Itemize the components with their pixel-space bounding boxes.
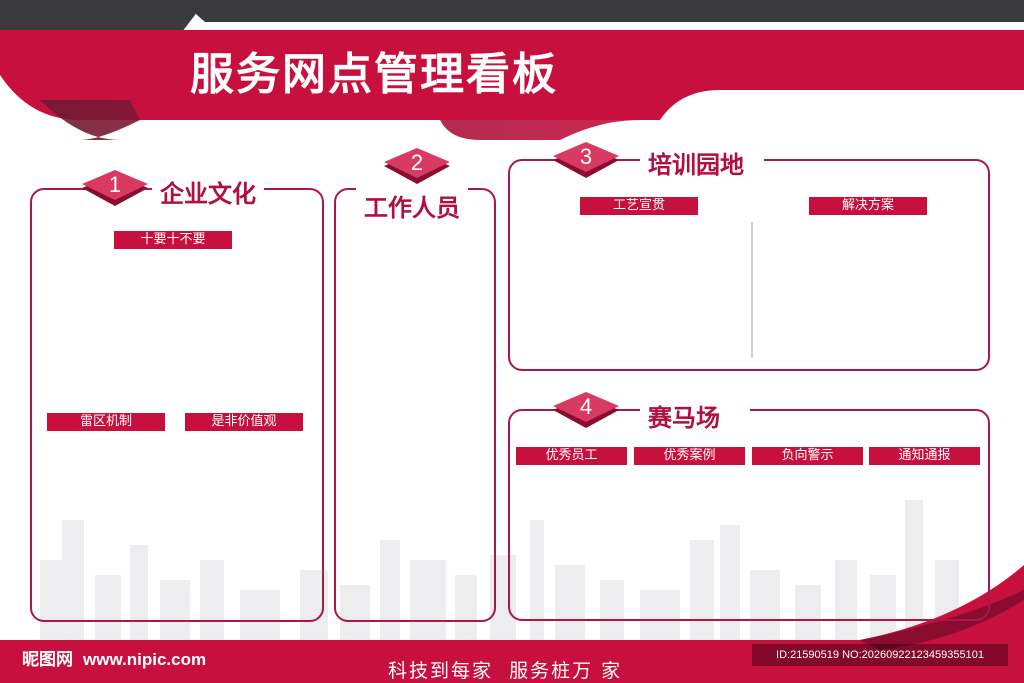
section-1-title: 企业文化 (152, 174, 264, 209)
section-3-number: 3 (579, 144, 593, 169)
section-1-number: 1 (108, 172, 122, 197)
city-skyline (40, 500, 959, 640)
panel-training (508, 159, 990, 371)
section-4-badge: 4 (551, 390, 621, 430)
section-2-number: 2 (410, 150, 424, 175)
diamond-badge-icon (384, 148, 450, 184)
footer-slogan: 科技到每家 服务桩万 家 (388, 660, 623, 682)
section-2-title: 工作人员 (356, 188, 468, 223)
logo-text: 昵图网 (22, 650, 73, 670)
panel-racecourse (508, 409, 990, 621)
section-4-title: 赛马场 (640, 398, 750, 433)
panel-divider (751, 222, 753, 358)
watermark-logo: 昵图网 www.nipic.com (22, 645, 206, 670)
section-2-badge: 2 (382, 146, 452, 186)
tag-notices: 通知通报 (869, 447, 980, 465)
section-4-number: 4 (579, 394, 593, 419)
diamond-badge-icon (553, 392, 619, 428)
tag-negative-warning: 负向警示 (752, 447, 863, 465)
tag-minefield-mechanism: 雷区机制 (47, 413, 165, 431)
panel-staff (334, 188, 496, 622)
tag-process-promotion: 工艺宣贯 (580, 197, 698, 215)
logo-url: www.nipic.com (83, 650, 207, 669)
section-3-badge: 3 (551, 140, 621, 180)
page-title: 服务网点管理看板 (190, 49, 558, 100)
diamond-badge-icon (553, 142, 619, 178)
image-id-bar: ID:21590519 NO:20260922123459355101 (752, 644, 1008, 666)
tag-excellent-staff: 优秀员工 (516, 447, 627, 465)
tag-values: 是非价值观 (185, 413, 303, 431)
section-3-title: 培训园地 (640, 145, 764, 180)
panel-corporate-culture (30, 188, 324, 622)
tag-solutions: 解决方案 (809, 197, 927, 215)
section-1-badge: 1 (80, 168, 150, 208)
tag-excellent-cases: 优秀案例 (634, 447, 745, 465)
diamond-badge-icon (82, 170, 148, 206)
tag-ten-dos-and-donts: 十要十不要 (114, 231, 232, 249)
